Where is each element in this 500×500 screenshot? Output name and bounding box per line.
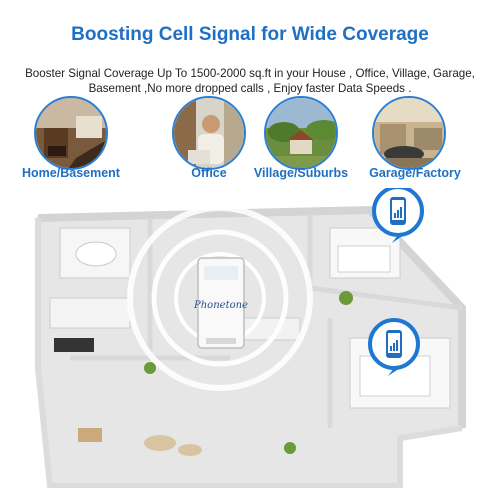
scene-label-home-basement: Home/Basement: [22, 166, 120, 180]
office-image: [172, 96, 246, 170]
office-worker-icon: [174, 98, 244, 168]
garage-factory-image: [372, 96, 446, 170]
page-title: Boosting Cell Signal for Wide Coverage: [71, 24, 429, 45]
bed: [337, 245, 391, 273]
floor-plan: Phonetone: [35, 188, 466, 488]
scene-circles: [0, 96, 500, 186]
plant-icon: [144, 362, 156, 374]
dining-table: [144, 435, 176, 451]
phone-signal-marker-bottom: [368, 318, 420, 376]
home-basement-image: [34, 96, 108, 170]
home-interior-icon: [36, 98, 106, 168]
page-subtitle: Booster Signal Coverage Up To 1500-2000 …: [25, 67, 475, 95]
village-icon: [266, 98, 336, 168]
device-brand: Phonetone: [193, 300, 248, 311]
outer-wall-front: [35, 218, 463, 488]
scene-label-office: Office: [191, 166, 227, 180]
village-suburbs-image: [264, 96, 338, 170]
scene-label-village-suburbs: Village/Suburbs: [253, 166, 349, 180]
phone-signal-marker-top: [372, 188, 424, 243]
bathtub: [75, 241, 117, 267]
garage-icon: [374, 98, 444, 168]
railing: [78, 428, 102, 442]
scene-label-garage-factory: Garage/Factory: [369, 166, 461, 180]
dining-chair: [178, 444, 202, 456]
stove: [54, 338, 94, 352]
kitchen-counter: [49, 297, 131, 329]
outer-wall: [37, 205, 466, 428]
signal-booster-device: [197, 257, 245, 349]
plant-icon: [339, 291, 353, 305]
plant-icon: [284, 442, 296, 454]
interior-wall: [309, 285, 463, 311]
